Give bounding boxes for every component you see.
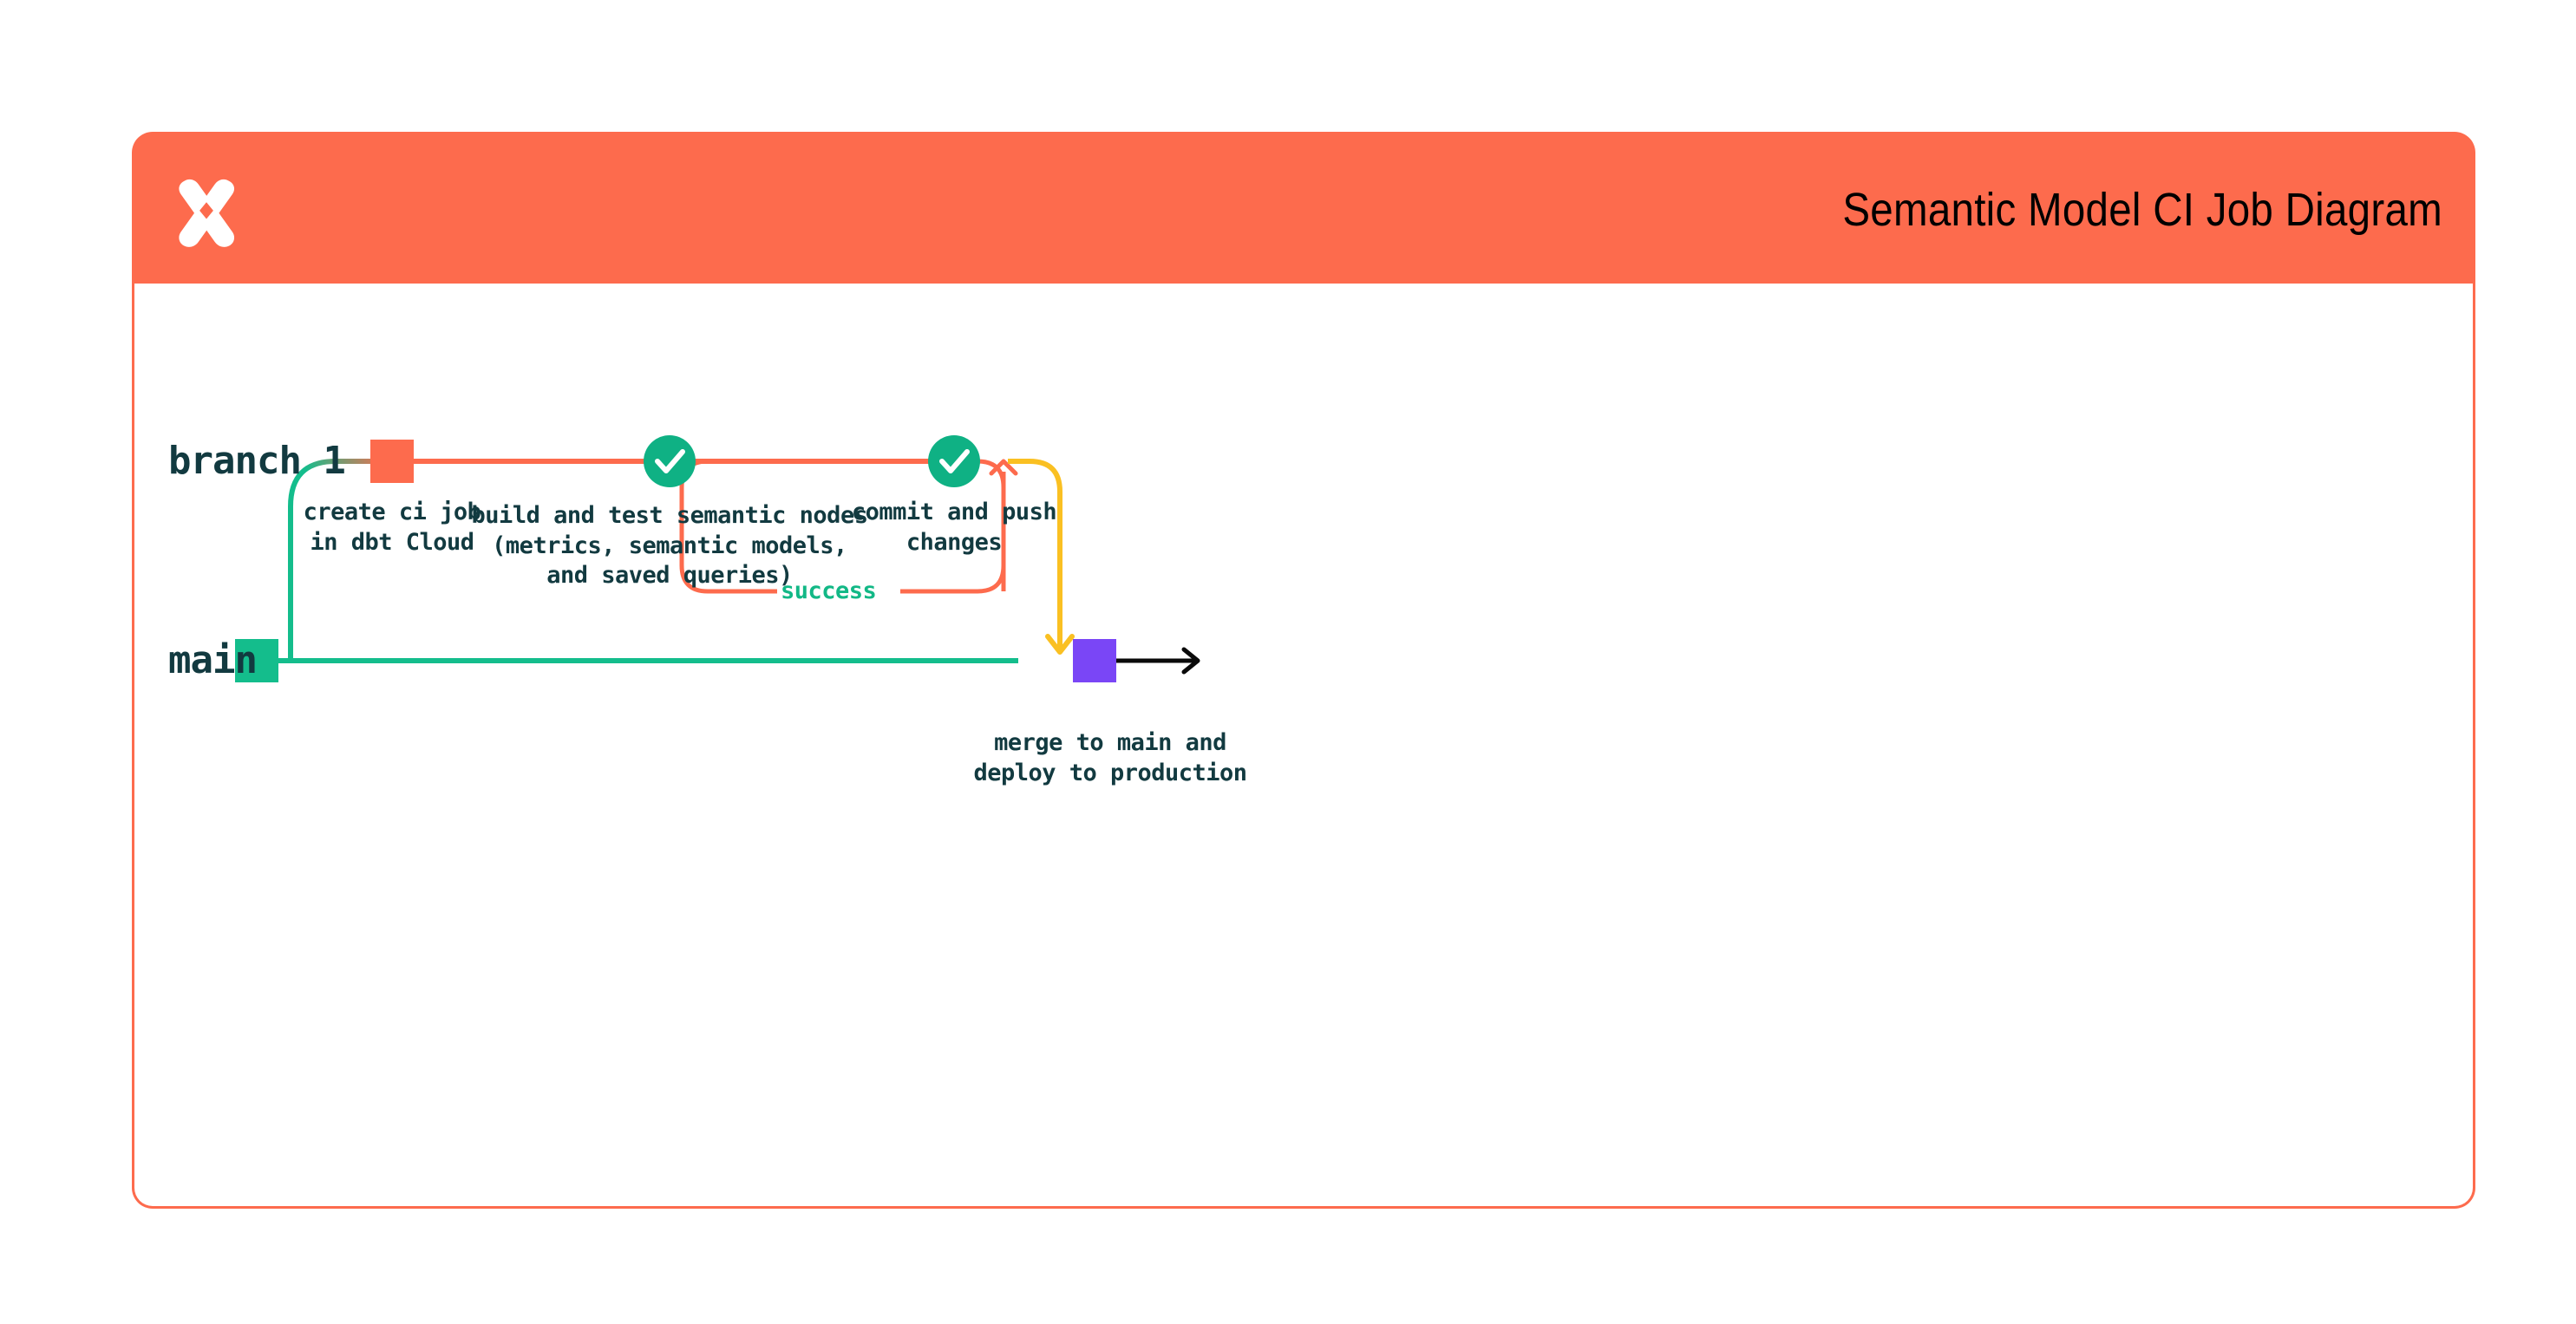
branch-label-main: main [168,638,258,682]
diagram-card: Semantic Model CI Job Diagram [132,132,2475,1209]
node-caption-create-ci-job: create ci job in dbt Cloud [303,499,481,556]
node-caption-build-and-test: build and test semantic nodes (metrics, … [471,502,868,590]
dbt-logo [179,179,235,247]
node-caption-commit-and-push: commit and push changes [851,499,1057,556]
card-header: Semantic Model CI Job Diagram [132,132,2475,288]
page-title: Semantic Model CI Job Diagram [1842,184,2442,236]
node-caption-merge-to-main: merge to main and deploy to production [973,729,1247,786]
edge-label-success: success [781,577,877,604]
card-body [132,284,2475,1209]
branch-label-branch-1: branch 1 [168,439,346,483]
